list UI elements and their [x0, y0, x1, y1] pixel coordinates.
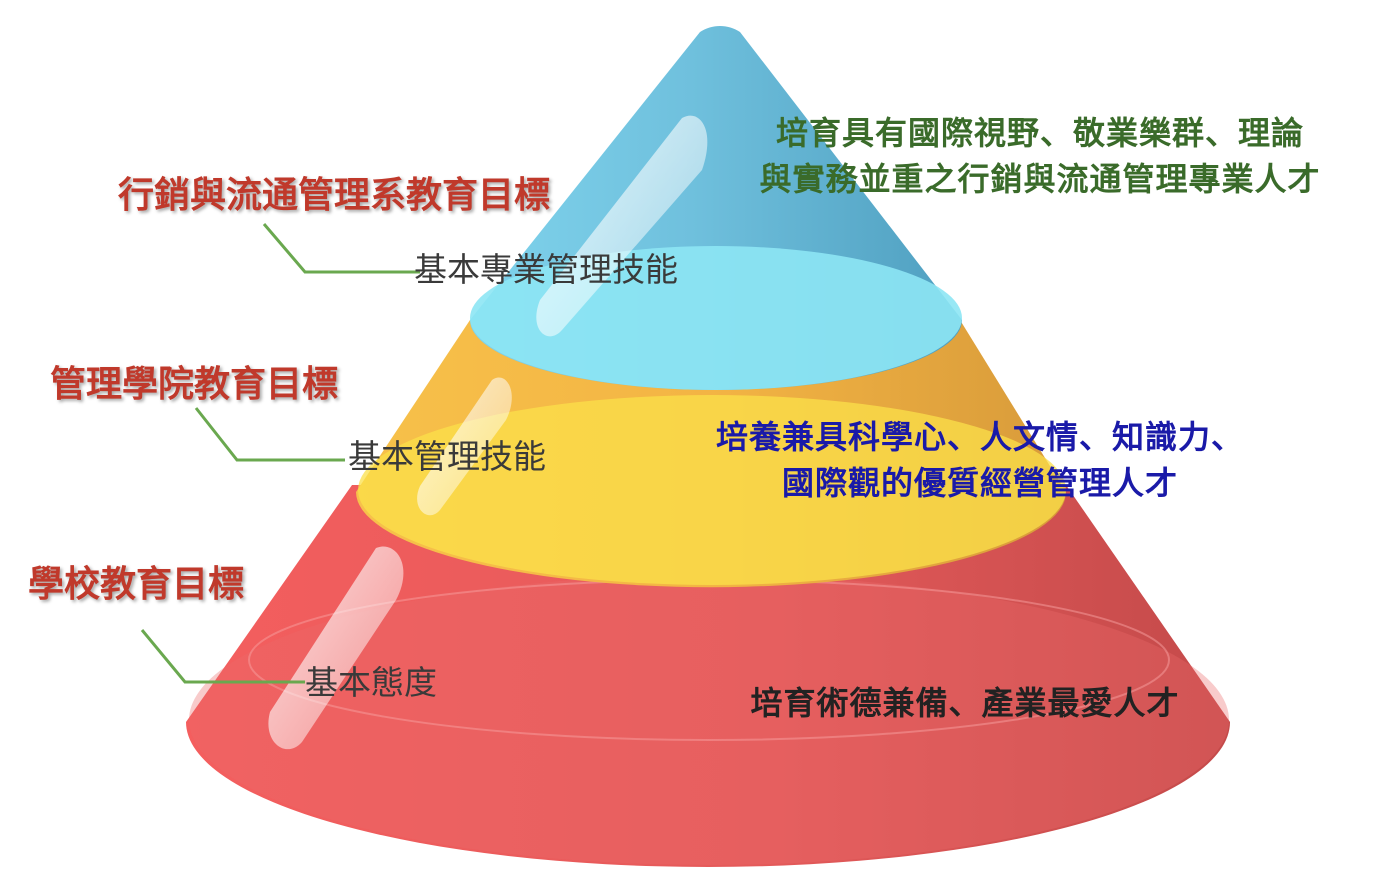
- tier-college-top: [358, 395, 1066, 585]
- description-department-line-2: 與實務並重之行銷與流通管理專業人才: [759, 160, 1321, 199]
- description-school-line-1: 培育術德兼備、產業最愛人才: [750, 684, 1180, 722]
- connector-school: [140, 629, 305, 684]
- skill-label-school: 基本態度: [305, 663, 437, 702]
- connector-department: [262, 223, 420, 274]
- tier-college: [356, 320, 1066, 588]
- skill-label-department: 基本專業管理技能: [414, 250, 678, 289]
- description-college-line-2: 國際觀的優質經營管理人才: [781, 464, 1178, 503]
- goal-title-school: 學校教育目標: [28, 564, 245, 605]
- tier-school-body: [186, 485, 1230, 867]
- goal-title-department: 行銷與流通管理系教育目標: [118, 175, 551, 216]
- description-department: 培育具有國際視野、敬業樂群、理論 與實務並重之行銷與流通管理專業人才: [720, 110, 1360, 203]
- description-college: 培養兼具科學心、人文情、知識力、 國際觀的優質經營管理人才: [660, 414, 1300, 507]
- description-college-line-1: 培養兼具科學心、人文情、知識力、: [715, 418, 1244, 456]
- highlight-top: [536, 115, 708, 337]
- goal-title-college: 管理學院教育目標: [50, 364, 339, 405]
- tier-school-top: [189, 575, 1229, 865]
- tier-school: [186, 485, 1230, 867]
- highlight-middle: [417, 377, 512, 516]
- skill-label-college: 基本管理技能: [348, 437, 546, 476]
- highlight-bottom: [268, 546, 404, 750]
- description-department-line-1: 培育具有國際視野、敬業樂群、理論: [775, 114, 1304, 152]
- description-school: 培育術德兼備、產業最愛人才: [700, 680, 1230, 726]
- connector-college: [194, 407, 345, 462]
